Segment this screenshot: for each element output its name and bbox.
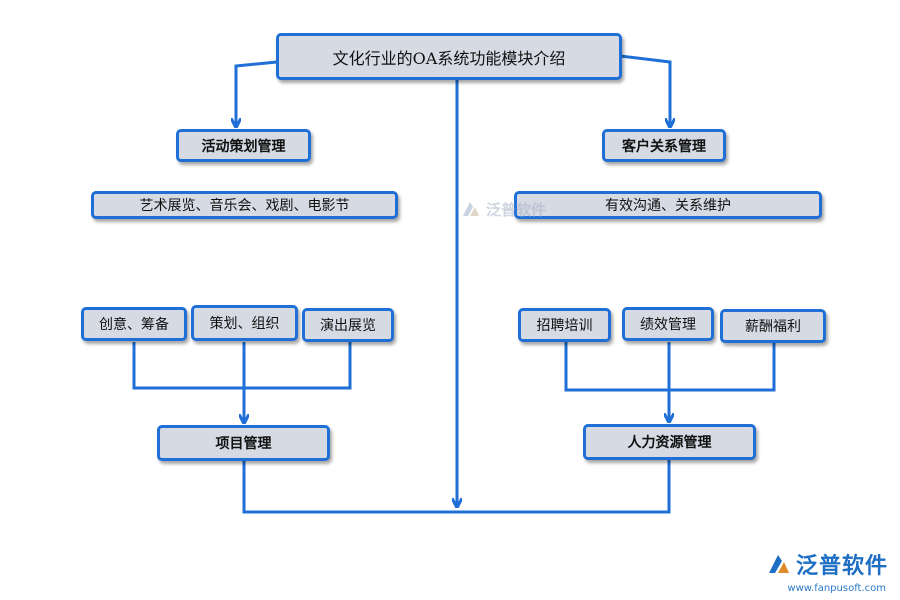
hr-management-box: 人力资源管理	[583, 424, 756, 460]
arrow-title-to-crm	[619, 54, 670, 126]
line-project-bottom	[242, 458, 671, 514]
watermark-text: 泛普软件	[486, 200, 547, 219]
brand-logo: 泛普软件	[766, 548, 888, 580]
project-item-1: 创意、筹备	[81, 307, 187, 341]
bracket-project	[132, 342, 352, 390]
brand-url: www.fanpusoft.com	[787, 583, 886, 594]
hr-item-1: 招聘培训	[518, 308, 611, 342]
brand-logo-icon	[768, 555, 789, 573]
project-management-box: 项目管理	[157, 425, 330, 461]
diagram-title: 文化行业的OA系统功能模块介绍	[276, 33, 622, 80]
activity-detail-box: 艺术展览、音乐会、戏剧、电影节	[91, 191, 398, 219]
crm-detail-box: 有效沟通、关系维护	[514, 191, 822, 219]
hr-item-2: 绩效管理	[622, 307, 714, 341]
project-item-3: 演出展览	[302, 308, 394, 342]
hr-item-3: 薪酬福利	[720, 309, 826, 343]
activity-planning-box: 活动策划管理	[176, 129, 311, 162]
watermark: 泛普软件	[460, 198, 546, 220]
arrow-title-to-activity	[236, 60, 278, 126]
project-item-2: 策划、组织	[191, 305, 298, 341]
watermark-logo-icon	[463, 202, 479, 216]
crm-box: 客户关系管理	[602, 129, 726, 162]
brand-logo-text: 泛普软件	[795, 554, 888, 579]
